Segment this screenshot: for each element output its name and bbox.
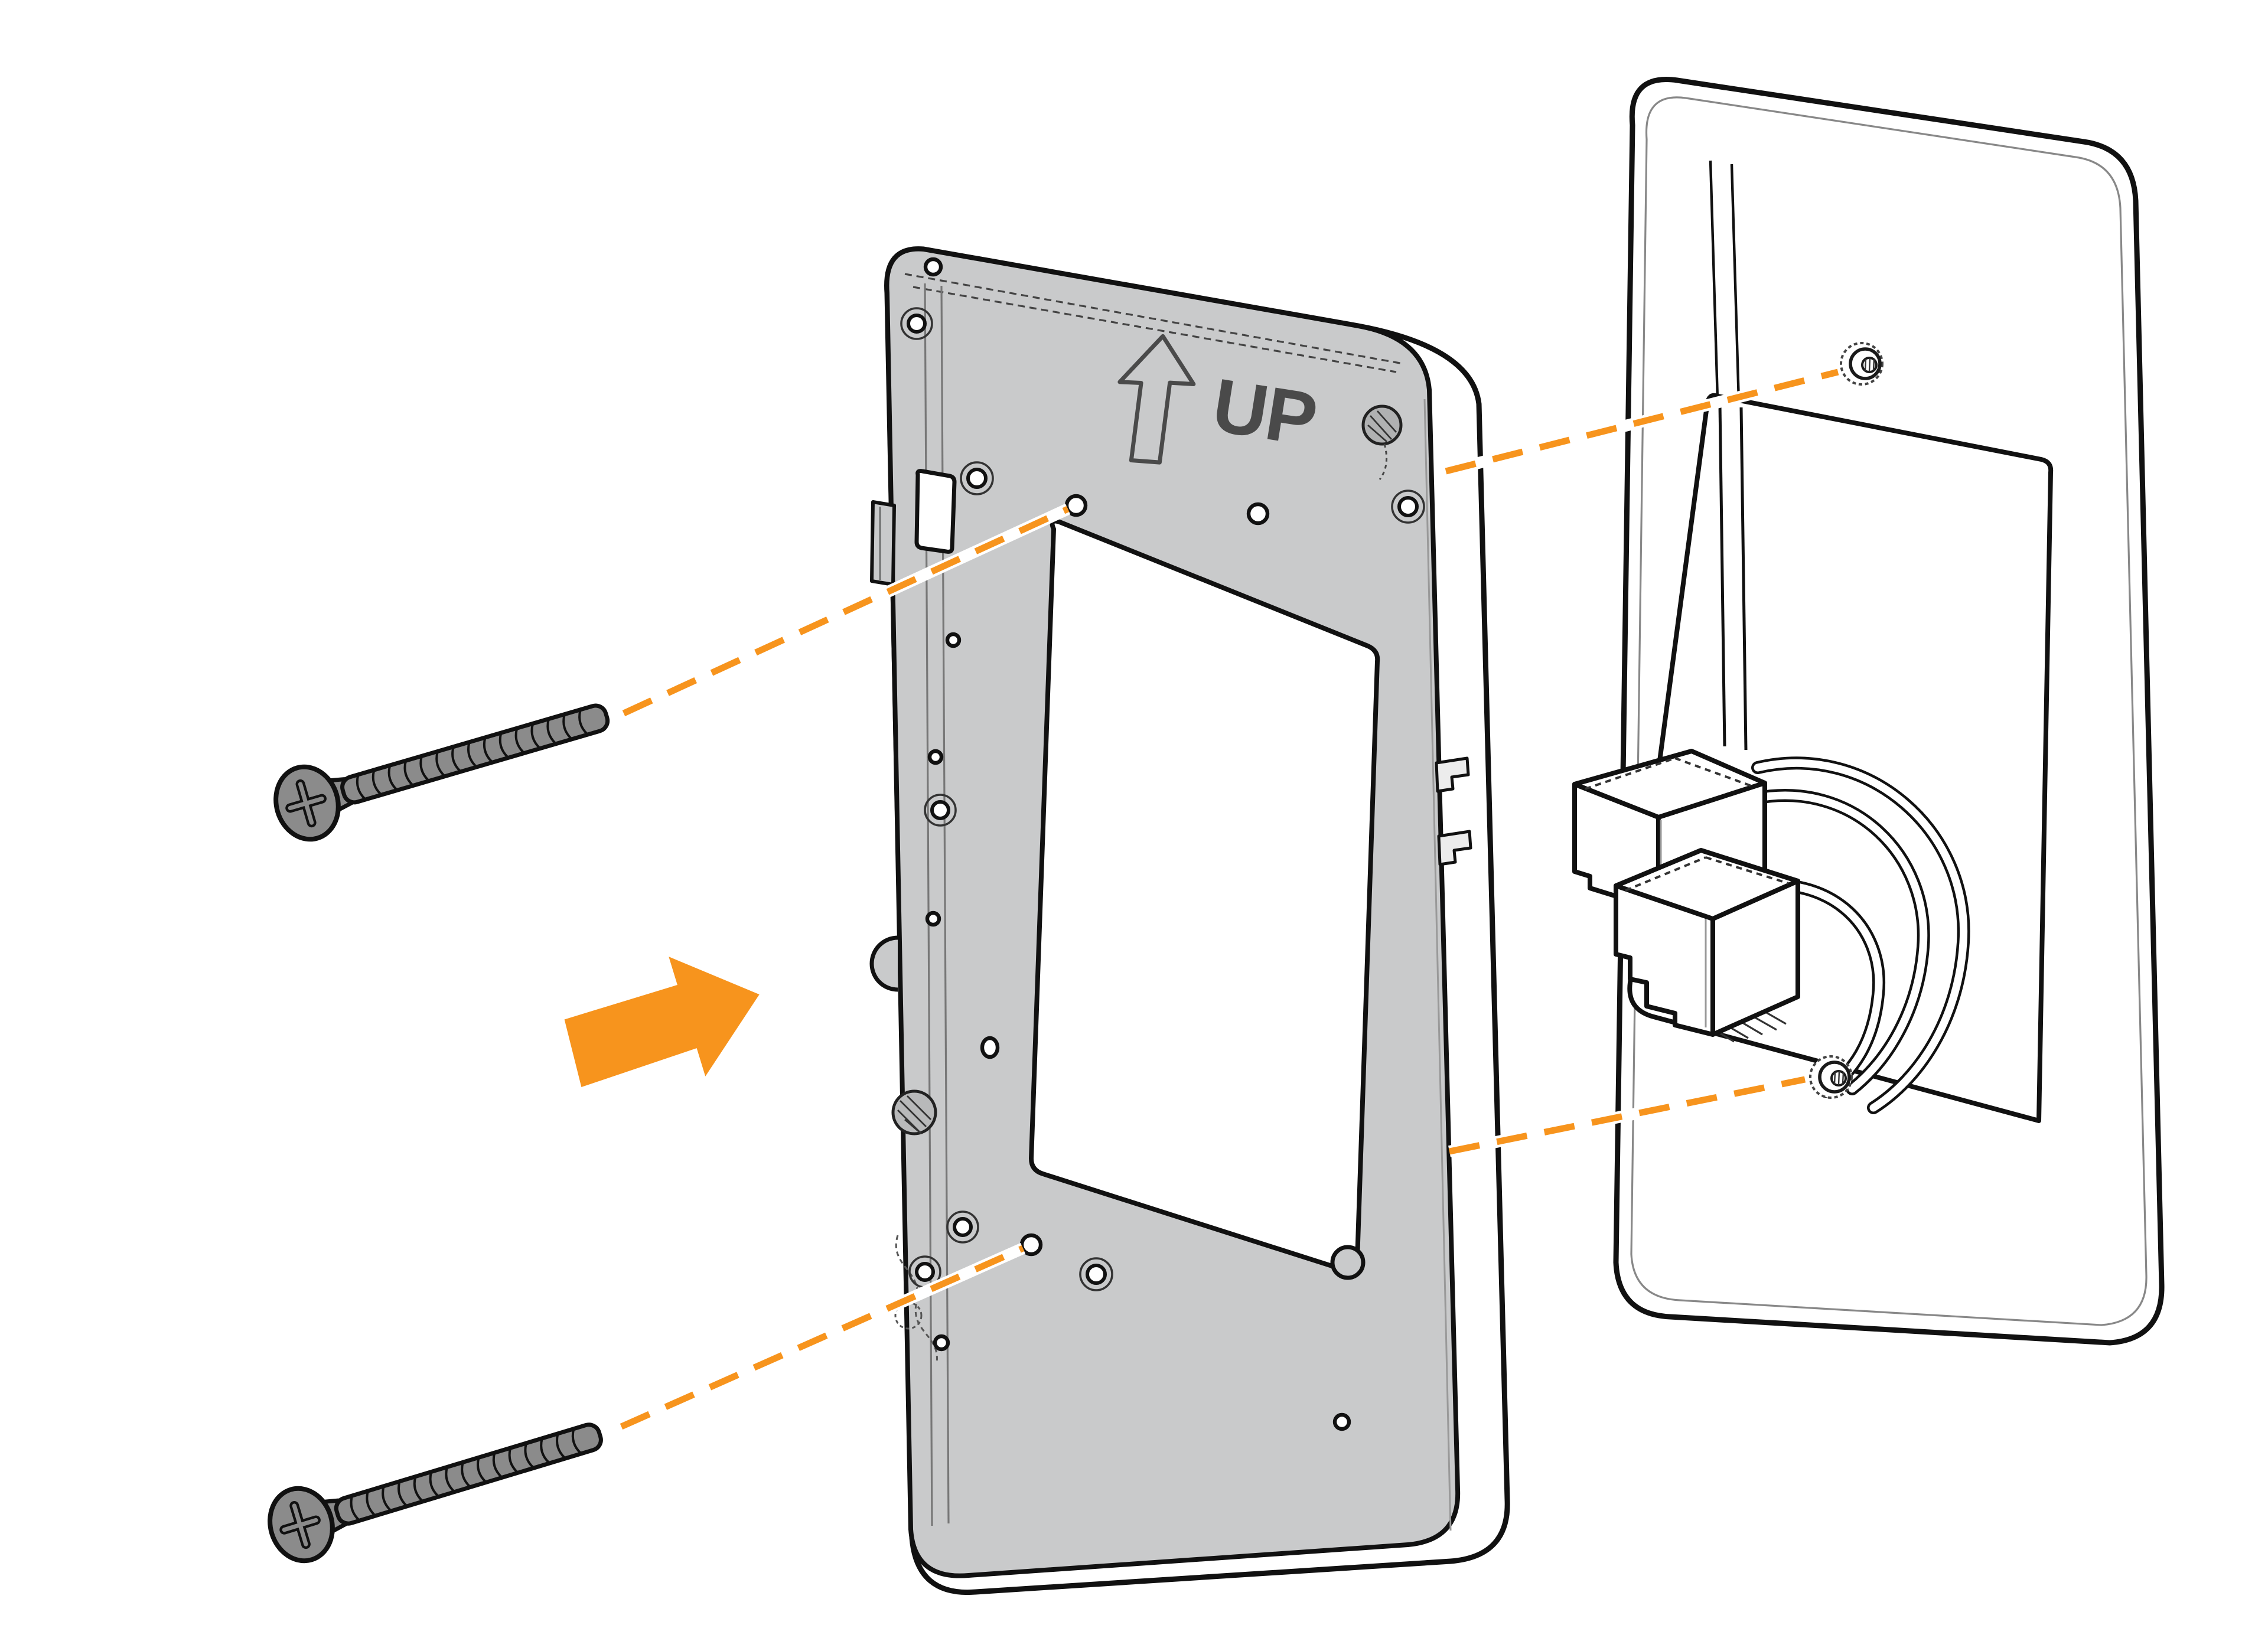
left-edge-tab: [872, 502, 894, 585]
mounting-bracket: UP: [872, 249, 1507, 1593]
screw-bottom: [261, 1399, 610, 1568]
left-hatched-boss: [893, 1091, 936, 1134]
bracket-slot: [917, 471, 954, 552]
threaded-hole-top: [1841, 343, 1882, 384]
insert-arrow: [552, 935, 777, 1112]
left-edge-round-boss: [872, 938, 898, 990]
screw-top: [268, 680, 617, 847]
installation-diagram: UP: [24, 9, 2268, 1629]
bracket-cutout: [1031, 521, 1377, 1271]
threaded-hole-bottom: [1810, 1056, 1852, 1098]
diagram-canvas: UP: [24, 9, 2268, 1629]
wall-plate: [1575, 80, 2162, 1343]
up-label: UP: [1207, 363, 1322, 462]
cutout-corner-boss: [1332, 1247, 1363, 1278]
